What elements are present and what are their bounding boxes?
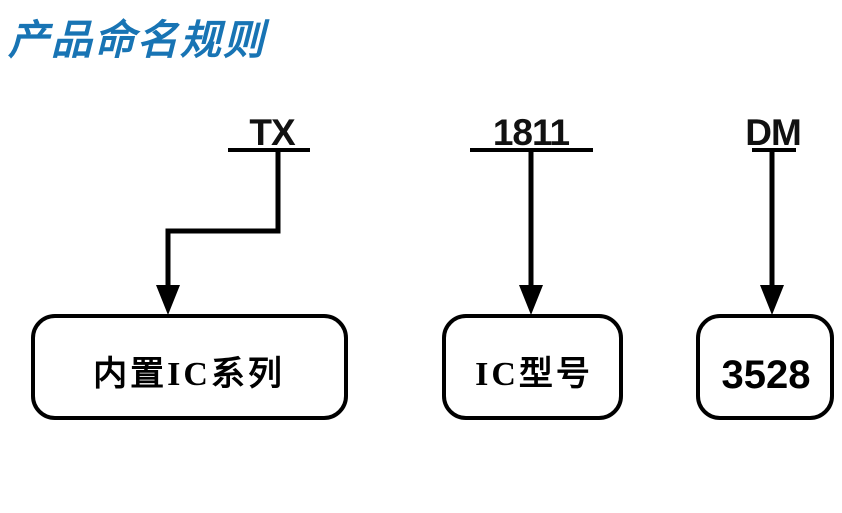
meaning-box-suffix[interactable]: [696, 314, 834, 420]
arrowhead-suffix: [760, 285, 784, 315]
segment-suffix: DM 3528: [696, 112, 834, 420]
meaning-box-model[interactable]: [442, 314, 623, 420]
segment-model: 1811 IC型号: [442, 112, 623, 420]
arrowhead-prefix: [156, 285, 180, 315]
meaning-box-prefix[interactable]: [31, 314, 348, 420]
meaning-label-suffix: 3528: [722, 353, 811, 397]
code-label-suffix: DM: [745, 112, 801, 153]
connector-prefix: [165, 151, 281, 290]
code-label-prefix: TX: [249, 112, 296, 153]
arrowhead-model: [519, 285, 543, 315]
segment-prefix: TX 内置IC系列: [31, 112, 348, 420]
code-label-model: 1811: [493, 112, 570, 153]
page-title: 产品命名规则: [8, 17, 266, 63]
meaning-label-model: IC型号: [475, 355, 593, 393]
meaning-label-prefix: 内置IC系列: [93, 355, 285, 393]
